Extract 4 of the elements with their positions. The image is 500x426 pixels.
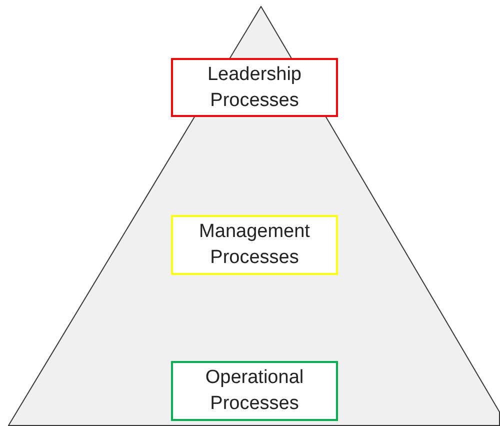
process-box: Operational Processes bbox=[171, 361, 338, 421]
process-box: Management Processes bbox=[171, 215, 338, 275]
pyramid-triangle bbox=[8, 6, 500, 426]
process-box: Leadership Processes bbox=[171, 58, 338, 117]
